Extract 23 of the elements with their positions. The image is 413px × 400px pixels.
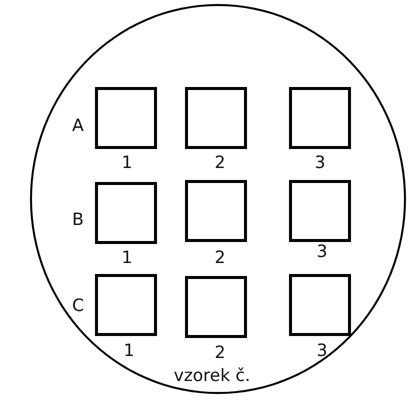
column-number: 1 <box>122 250 132 267</box>
sample-square <box>95 274 157 336</box>
column-number: 1 <box>122 155 132 172</box>
column-number: 2 <box>214 250 226 267</box>
column-number: 2 <box>214 345 226 362</box>
row-letter: C <box>72 298 84 315</box>
sample-square <box>185 180 247 242</box>
column-number: 1 <box>124 343 134 360</box>
sample-square <box>289 274 351 336</box>
column-number: 3 <box>314 155 326 172</box>
row-letter: A <box>72 118 84 135</box>
sample-label: vzorek č. <box>174 368 250 385</box>
row-letter: B <box>72 212 84 229</box>
sample-square <box>289 87 351 149</box>
sample-square <box>95 87 157 149</box>
column-number: 3 <box>316 244 328 261</box>
column-number: 2 <box>214 155 226 172</box>
sample-disc <box>30 4 406 394</box>
column-number: 3 <box>316 343 328 360</box>
sample-square <box>185 87 247 149</box>
sample-square <box>289 180 351 242</box>
sample-square <box>95 182 157 244</box>
sample-square <box>185 276 247 338</box>
